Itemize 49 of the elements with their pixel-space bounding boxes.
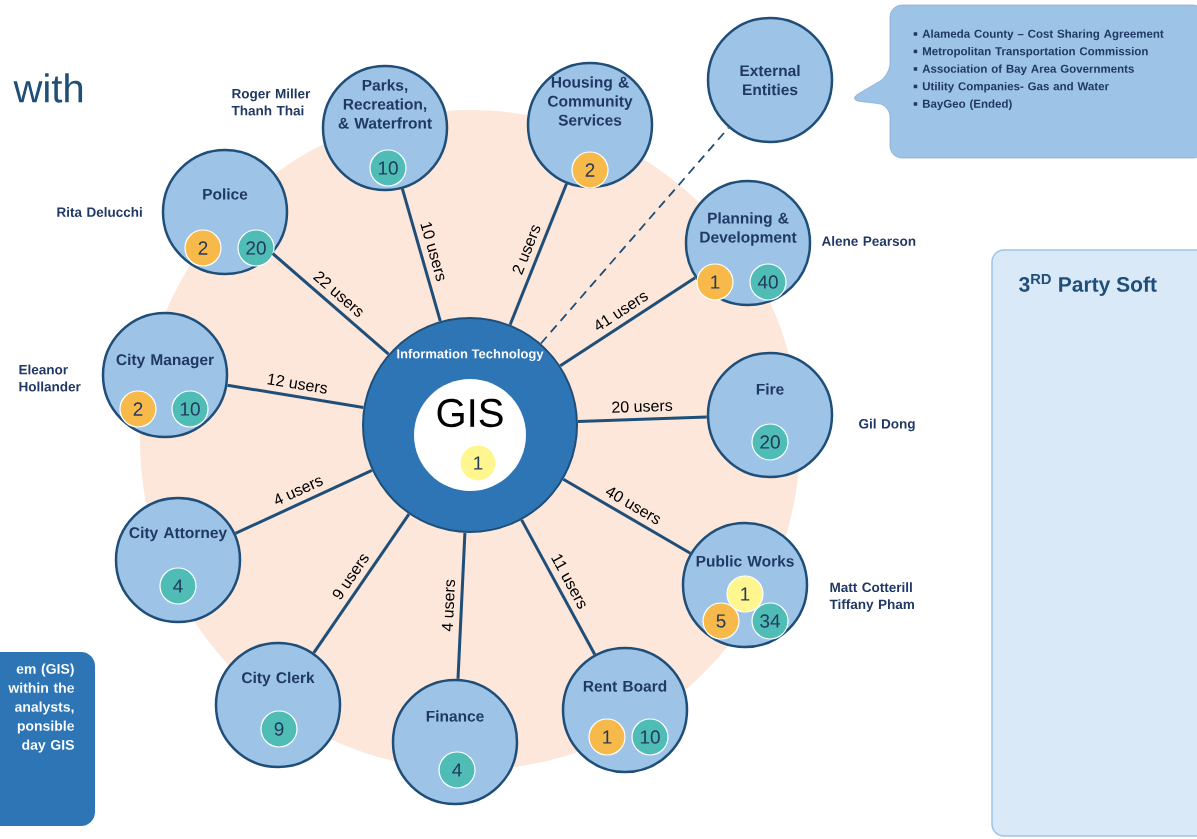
- edge-label: 4 users: [441, 579, 456, 632]
- connector-line: [559, 276, 696, 368]
- count-badge: 20: [237, 229, 275, 267]
- connector-line: [508, 183, 568, 326]
- count-badge: 5: [702, 602, 740, 640]
- callout-bubble: Alameda County – Cost Sharing Agreement Metropolitan Transportation Commission Association of Bay Area Governments Utility Companies- Gas and Water BayGeo (Ended): [854, 4, 1197, 159]
- connector-line: [577, 415, 707, 423]
- edge-label: 10 users: [420, 222, 445, 282]
- edge-label: 12 users: [267, 373, 328, 394]
- count-badge: 1: [696, 263, 734, 301]
- count-badge: 10: [369, 149, 407, 187]
- connector-line: [520, 519, 597, 656]
- info-panel: em (GIS) within the analysts, ponsible day GIS: [0, 652, 95, 826]
- person-name: Eleanor Hollander: [19, 364, 81, 392]
- connector-line: [456, 532, 467, 679]
- count-badge: 1: [459, 444, 497, 482]
- edge-label: 41 users: [596, 292, 648, 330]
- person-name: Matt Cotterill Tiffany Pham: [829, 582, 914, 612]
- connector-line: [400, 188, 442, 322]
- connector-line: [539, 126, 730, 345]
- connector-line: [234, 468, 373, 535]
- count-badge: 10: [171, 390, 209, 428]
- edge-label: 4 users: [275, 477, 323, 504]
- person-name: Alene Pearson: [821, 236, 916, 246]
- connector-line: [271, 252, 390, 356]
- count-badge: 2: [119, 390, 157, 428]
- info-panel: 3$^{RD}$ Party Soft: [991, 249, 1197, 837]
- count-badge: 2: [571, 151, 609, 189]
- heading-text: with: [13, 73, 83, 103]
- count-badge: 20: [751, 423, 789, 461]
- count-badge: 9: [260, 710, 298, 748]
- count-badge: 40: [749, 263, 787, 301]
- connector-line: [227, 383, 364, 409]
- person-name: Rita Delucchi: [57, 207, 142, 217]
- count-badge: 34: [751, 602, 789, 640]
- connector-line: [562, 478, 692, 555]
- edge-label: 2 users: [512, 225, 541, 275]
- count-badge: 10: [631, 718, 669, 756]
- connector-line: [312, 513, 411, 654]
- count-badge: 1: [588, 718, 626, 756]
- count-badge: 4: [438, 751, 476, 789]
- person-name: Roger Miller Thanh Thai: [231, 88, 311, 116]
- count-badge: 1: [726, 575, 764, 613]
- count-badge: 4: [159, 567, 197, 605]
- edge-label: 11 users: [551, 554, 586, 609]
- edge-label: 40 users: [605, 487, 661, 525]
- edge-label: 20 users: [612, 401, 673, 413]
- person-name: Gil Dong: [859, 418, 915, 432]
- count-badge: 2: [184, 229, 222, 267]
